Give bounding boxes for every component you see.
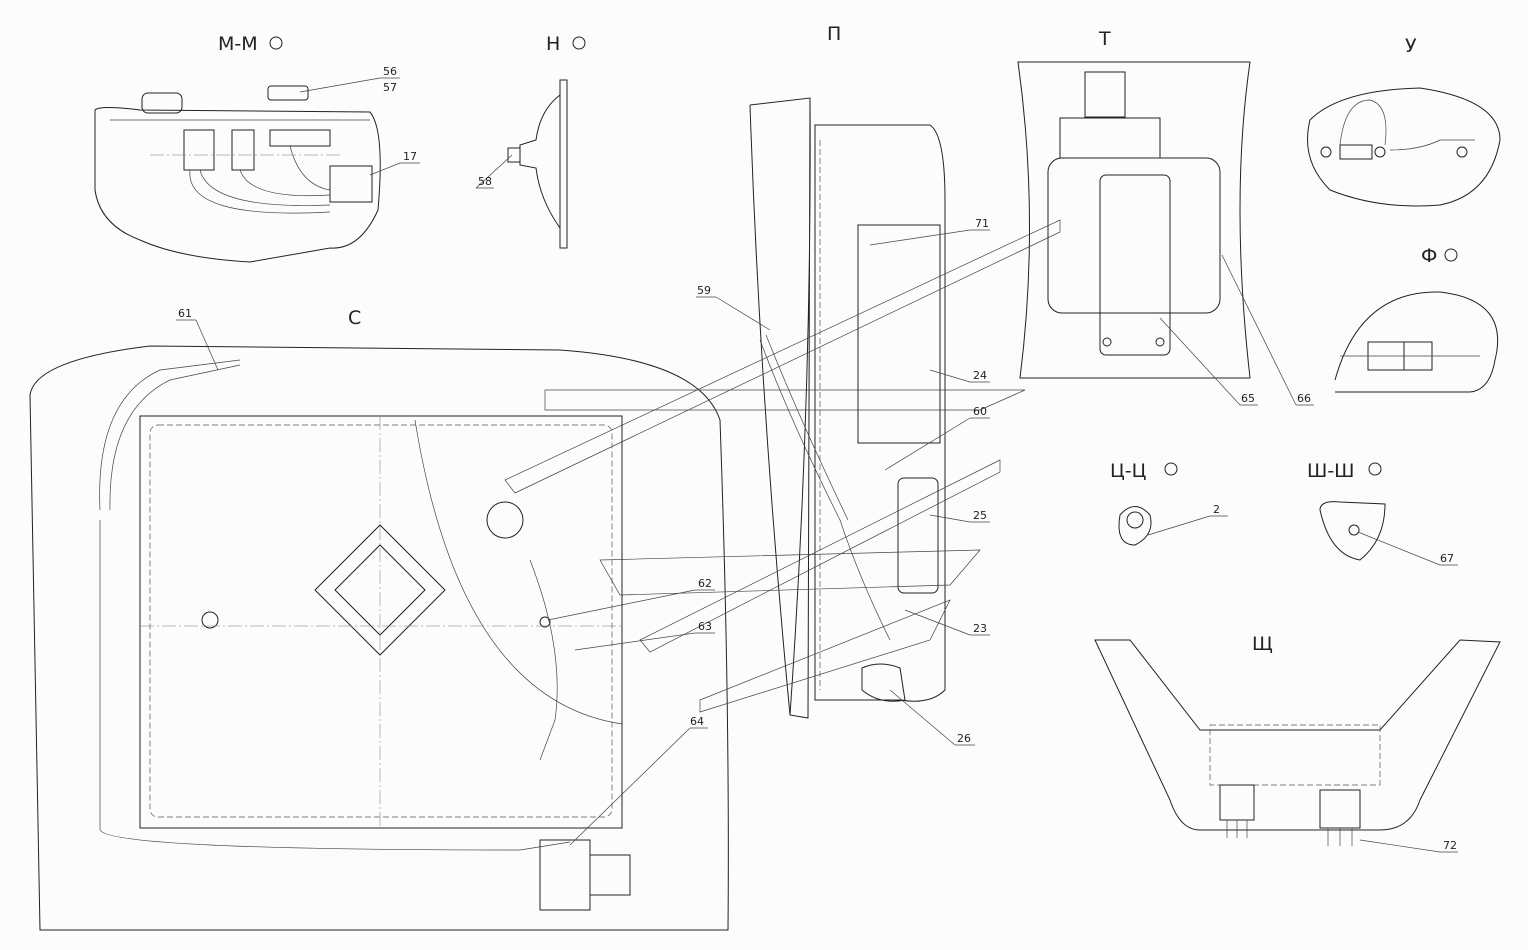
- callout-56: 56: [383, 65, 397, 78]
- callout-24: 24: [973, 369, 987, 382]
- callout-58: 58: [478, 175, 492, 188]
- callout-62: 62: [698, 577, 712, 590]
- view-tsts-drawing: [1118, 506, 1152, 546]
- view-title-shch: Щ: [1252, 633, 1273, 655]
- view-p-drawing: [749, 97, 946, 719]
- view-title-mm: М-М: [218, 33, 258, 55]
- rotation-icon: [572, 36, 586, 50]
- callout-72: 72: [1443, 839, 1457, 852]
- view-u-drawing: [1307, 87, 1501, 207]
- view-mm-drawing: [94, 85, 381, 263]
- view-t-drawing: [1017, 61, 1251, 379]
- view-s-drawing: [29, 345, 729, 931]
- callout-26: 26: [957, 732, 971, 745]
- callout-64: 64: [690, 715, 704, 728]
- view-n-drawing: [507, 79, 568, 249]
- view-title-u: У: [1405, 35, 1417, 57]
- callout-66: 66: [1297, 392, 1311, 405]
- callout-67: 67: [1440, 552, 1454, 565]
- callout-17: 17: [403, 150, 417, 163]
- callout-63: 63: [698, 620, 712, 633]
- callout-60: 60: [973, 405, 987, 418]
- rotation-icon: [1444, 248, 1458, 262]
- view-titles: М-М Н П Т У С Ф Ц-Ц Ш-Ш Щ: [218, 23, 1458, 655]
- callout-61: 61: [178, 307, 192, 320]
- callout-25: 25: [973, 509, 987, 522]
- view-title-t: Т: [1098, 28, 1111, 50]
- callout-2: 2: [1213, 503, 1220, 516]
- rotation-icon: [269, 36, 283, 50]
- hatched-overlay: [504, 219, 1061, 713]
- view-title-n: Н: [546, 33, 560, 55]
- rotation-icon: [1164, 462, 1178, 476]
- view-f-drawing: [1334, 291, 1499, 393]
- callout-23: 23: [973, 622, 987, 635]
- callouts: 56 57 17 58 71 59 24 60 25 23 26 61 62 6…: [176, 65, 1458, 853]
- view-shsh-drawing: [1319, 501, 1386, 561]
- callout-65: 65: [1241, 392, 1255, 405]
- callout-71: 71: [975, 217, 989, 230]
- rotation-icon: [1368, 462, 1382, 476]
- callout-59: 59: [697, 284, 711, 297]
- view-title-p: П: [827, 23, 841, 45]
- callout-57: 57: [383, 81, 397, 94]
- view-title-s: С: [348, 307, 361, 329]
- view-title-tsts: Ц-Ц: [1110, 460, 1146, 482]
- view-title-f: Ф: [1421, 245, 1437, 267]
- view-title-shsh: Ш-Ш: [1307, 460, 1355, 482]
- view-shch-drawing: [1094, 639, 1501, 846]
